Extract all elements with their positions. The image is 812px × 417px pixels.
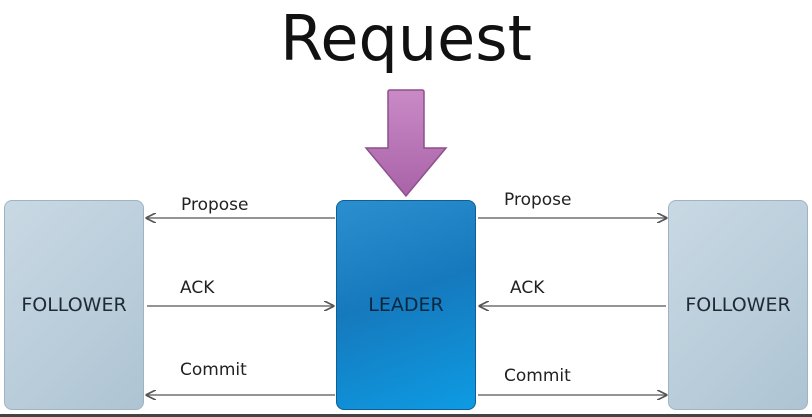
commit-right-label: Commit [504, 366, 571, 386]
ack-left-label: ACK [180, 278, 215, 298]
request-arrow-icon [364, 89, 448, 198]
request-title: Request [280, 2, 532, 75]
follower-left-node: FOLLOWER [4, 200, 144, 410]
commit-left-label: Commit [180, 360, 247, 380]
ack-right-label: ACK [510, 278, 545, 298]
bottom-border [0, 414, 812, 417]
follower-right-node: FOLLOWER [668, 200, 808, 410]
propose-right-label: Propose [504, 190, 572, 210]
propose-left-label: Propose [181, 195, 249, 215]
leader-node: LEADER [336, 200, 476, 410]
